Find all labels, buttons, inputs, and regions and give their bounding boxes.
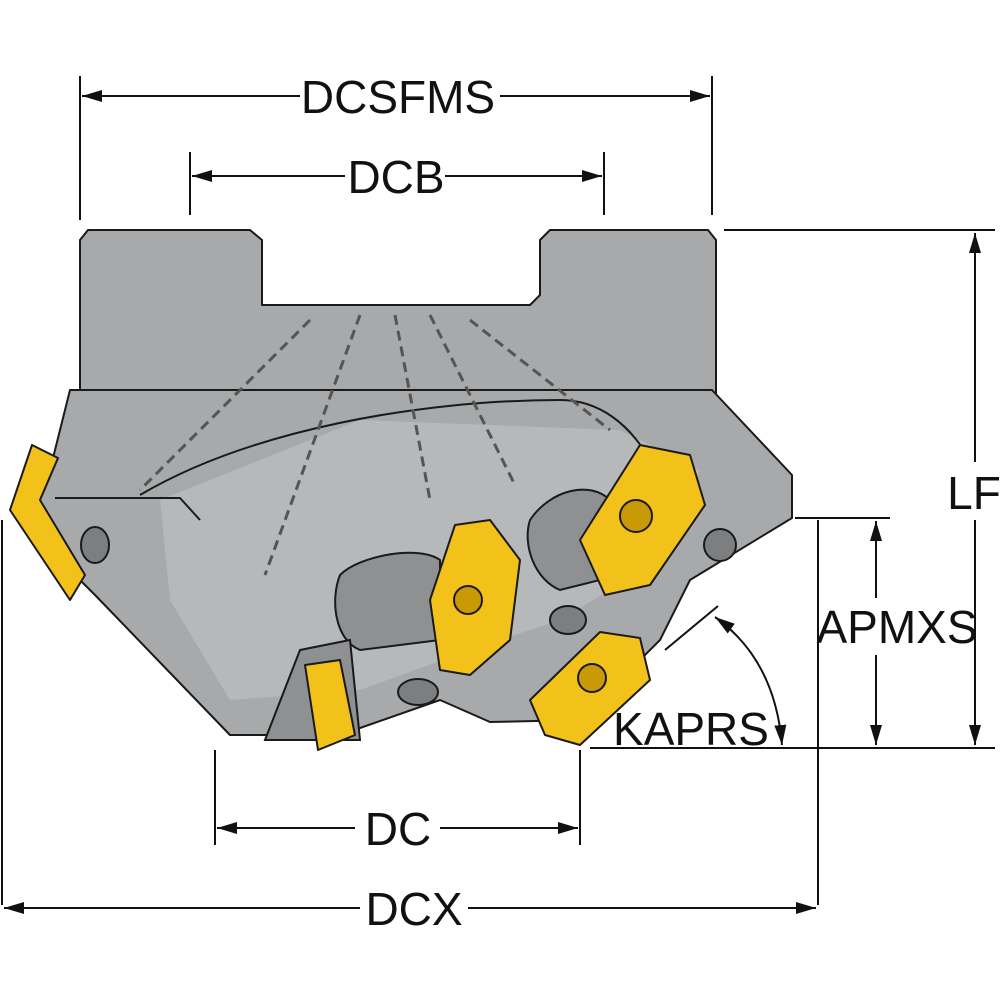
insert-left bbox=[9, 444, 86, 601]
insert-bottom bbox=[304, 659, 356, 751]
mount-hole-right bbox=[703, 528, 737, 562]
mount-hole-left bbox=[80, 526, 110, 564]
label-kaprs: KAPRS bbox=[613, 703, 769, 755]
label-dc: DC bbox=[365, 803, 431, 855]
coolant-channels bbox=[138, 314, 611, 576]
label-dcx: DCX bbox=[365, 883, 462, 935]
insert-center-screw bbox=[453, 585, 483, 615]
label-lf: LF bbox=[947, 467, 1000, 519]
insert-upper-right-screw bbox=[619, 499, 653, 533]
body-ridge bbox=[139, 399, 651, 496]
dimension-lines bbox=[1, 76, 995, 914]
hub-upper bbox=[79, 229, 717, 396]
kaprs-arc bbox=[714, 616, 787, 746]
label-dcsfms: DCSFMS bbox=[301, 71, 495, 123]
mount-hole-bottom bbox=[397, 678, 439, 706]
cutting-inserts bbox=[9, 444, 706, 751]
insert-lower-right-screw bbox=[577, 663, 607, 693]
label-apmxs: APMXS bbox=[816, 601, 977, 653]
body-ridge-lower bbox=[55, 497, 201, 521]
mount-hole-center bbox=[549, 605, 587, 635]
label-dcb: DCB bbox=[347, 151, 444, 203]
